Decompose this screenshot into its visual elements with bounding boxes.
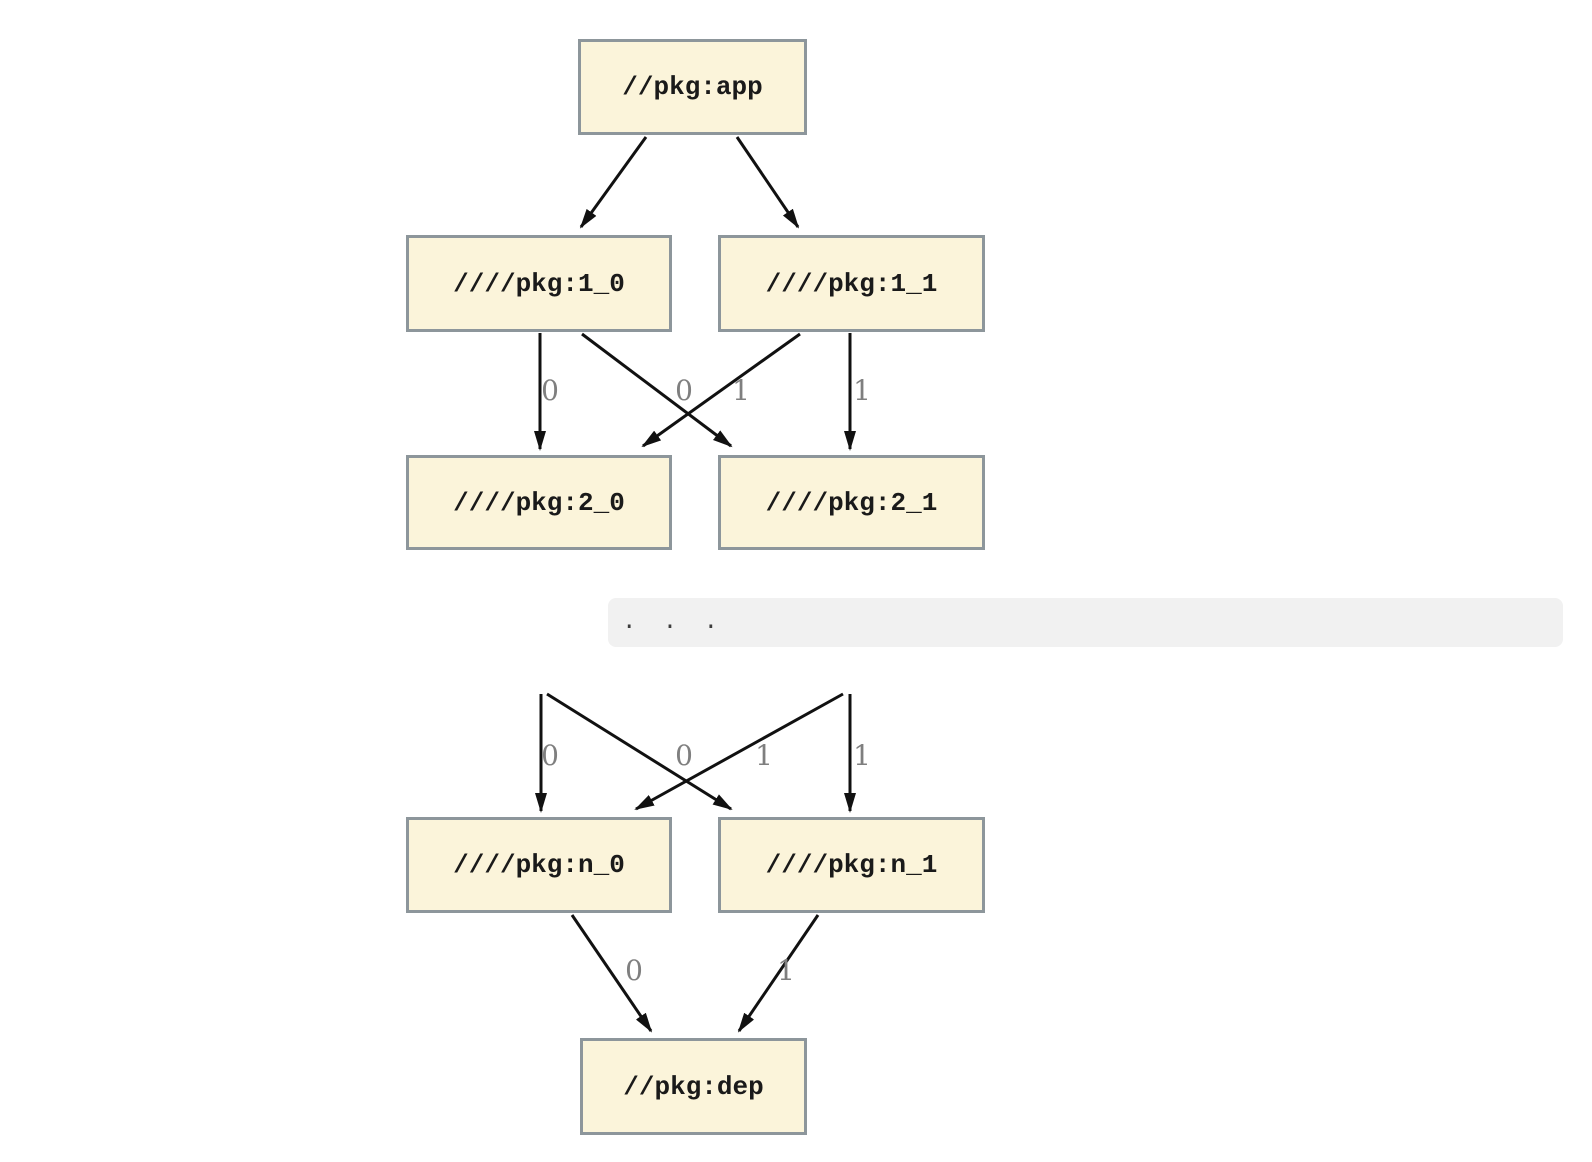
node-pkg-n_0: ////pkg:n_0 [406,817,672,913]
node-label: //pkg:app [622,72,763,102]
edge-app-to-1_1 [735,136,800,229]
ellipsis-band: . . . [608,598,1563,647]
edge-1_0-to-2_1 [581,332,733,448]
edge-1_1-to-2_0 [641,332,801,448]
edge-label: 1 [732,374,750,407]
edge-n_1-to-dep [737,914,820,1033]
edge-label: 1 [755,739,773,772]
edge-label: 1 [853,739,871,772]
node-pkg-2_0: ////pkg:2_0 [406,455,672,550]
edge-label: 0 [625,954,643,987]
node-label: ////pkg:1_0 [453,268,625,299]
node-label: ////pkg:2_1 [765,487,938,518]
edge-label: 0 [675,374,693,407]
node-pkg-1_0: ////pkg:1_0 [406,235,672,332]
edge-label: 1 [777,954,795,987]
ellipsis-text: . . . [622,609,725,636]
node-pkg-n_1: ////pkg:n_1 [718,817,985,913]
node-pkg-app: //pkg:app [578,39,807,135]
node-label: ////pkg:n_0 [453,850,625,880]
node-pkg-dep: //pkg:dep [580,1038,807,1135]
edge-n_0-to-dep [570,914,653,1033]
node-label: ////pkg:n_1 [765,850,938,880]
node-label: ////pkg:1_1 [765,268,938,299]
node-label: //pkg:dep [623,1071,764,1102]
node-label: ////pkg:2_0 [453,487,625,518]
node-pkg-2_1: ////pkg:2_1 [718,455,985,550]
edge-app-to-1_0 [579,136,648,229]
node-pkg-1_1: ////pkg:1_1 [718,235,985,332]
edge-dots-to-n_1 [546,692,733,811]
edge-dots2-to-n_0 [634,692,844,811]
edge-label: 0 [541,739,559,772]
edge-label: 1 [853,374,871,407]
edge-label: 0 [675,739,693,772]
edge-label: 0 [541,374,559,407]
